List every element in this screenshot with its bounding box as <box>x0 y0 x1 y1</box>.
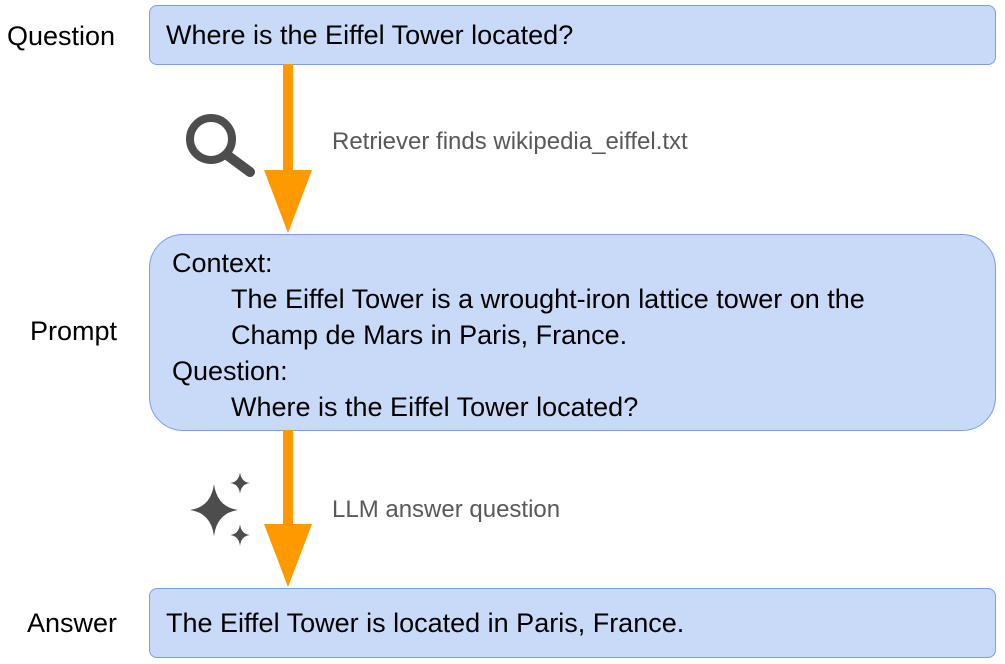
llm-arrow-shaft <box>283 430 293 526</box>
question-heading: Question: <box>172 356 288 386</box>
question-box: Where is the Eiffel Tower located? <box>149 5 996 65</box>
answer-text: The Eiffel Tower is located in Paris, Fr… <box>166 607 685 638</box>
retrieval-arrow-shaft <box>283 64 293 172</box>
sparkle-icon <box>190 472 250 546</box>
retriever-caption: Retriever finds wikipedia_eiffel.txt <box>332 128 688 155</box>
llm-arrow <box>264 430 312 587</box>
question-label: Question <box>7 21 116 51</box>
retrieval-arrow <box>264 64 312 233</box>
search-icon <box>186 114 255 177</box>
question-text: Where is the Eiffel Tower located? <box>166 19 574 50</box>
answer-box: The Eiffel Tower is located in Paris, Fr… <box>149 588 996 658</box>
context-line-2: Champ de Mars in Paris, France. <box>231 320 628 350</box>
retrieval-arrow-head <box>264 170 312 233</box>
prompt-label: Prompt <box>30 316 118 346</box>
prompt-question-text: Where is the Eiffel Tower located? <box>231 392 639 422</box>
llm-arrow-head <box>264 524 312 587</box>
prompt-box: Context: The Eiffel Tower is a wrought-i… <box>149 234 996 431</box>
context-heading: Context: <box>172 248 273 278</box>
context-line-1: The Eiffel Tower is a wrought-iron latti… <box>231 284 865 314</box>
answer-label: Answer <box>27 608 118 638</box>
llm-caption: LLM answer question <box>332 496 561 523</box>
